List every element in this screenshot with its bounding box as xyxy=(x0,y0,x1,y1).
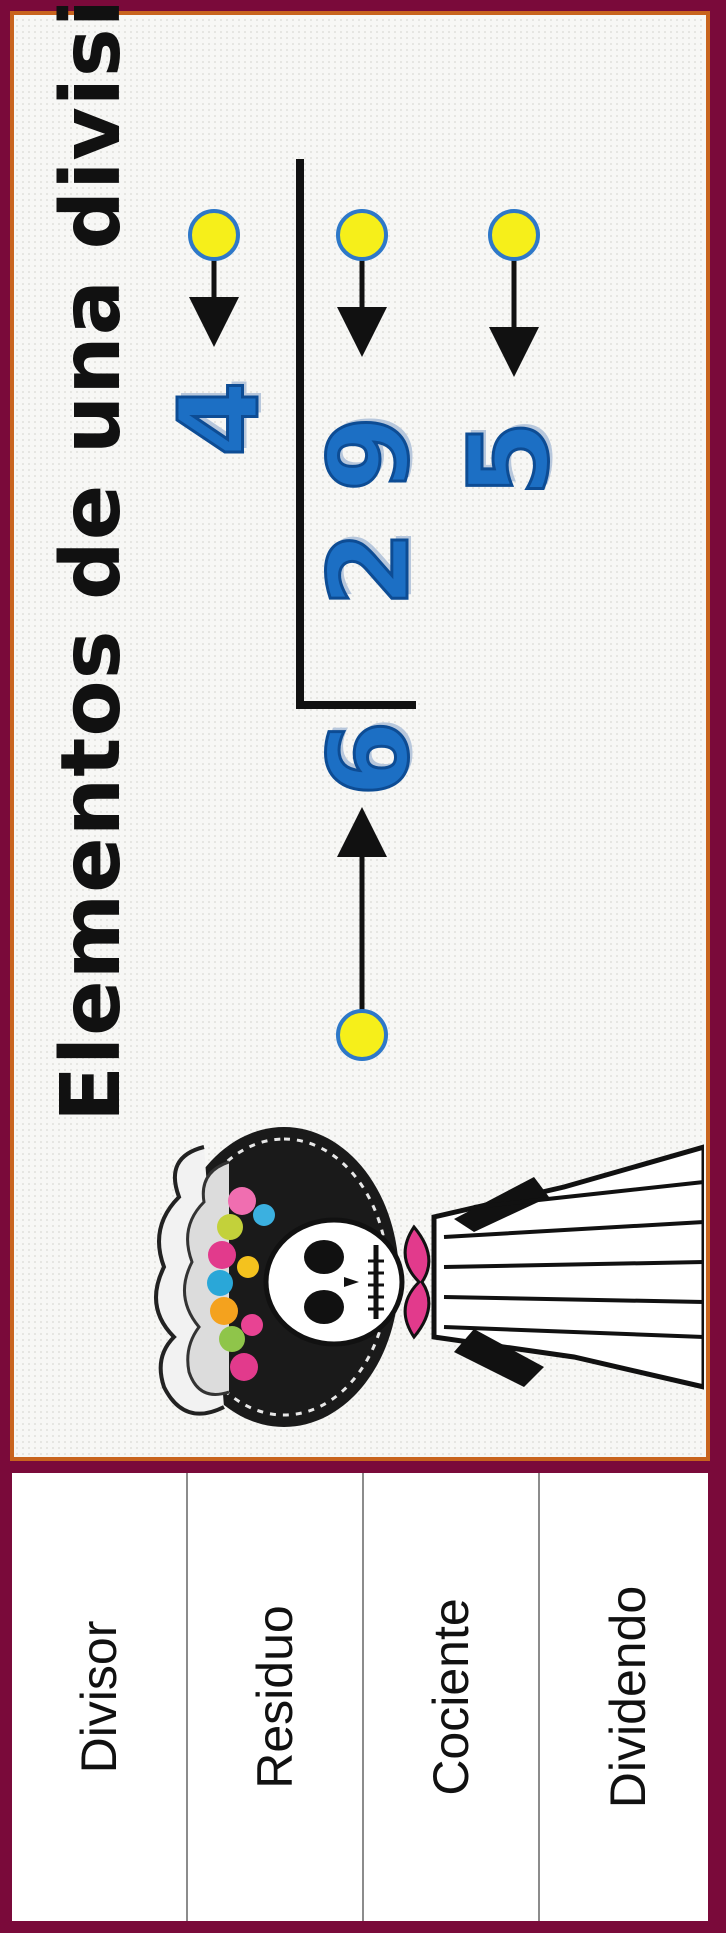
division-panel: Elementos de una división xyxy=(10,11,710,1461)
legend-item-residuo[interactable]: Residuo xyxy=(188,1473,364,1921)
answer-dot-divisor[interactable] xyxy=(336,1009,388,1061)
legend-item-dividendo[interactable]: Dividendo xyxy=(540,1473,716,1921)
answer-dot-remainder[interactable] xyxy=(488,209,540,261)
answer-dot-quotient[interactable] xyxy=(188,209,240,261)
legend-item-divisor[interactable]: Divisor xyxy=(12,1473,188,1921)
answer-dot-dividend[interactable] xyxy=(336,209,388,261)
legend-table: Divisor Residuo Cociente Dividendo xyxy=(10,1471,710,1923)
legend-item-cociente[interactable]: Cociente xyxy=(364,1473,540,1921)
